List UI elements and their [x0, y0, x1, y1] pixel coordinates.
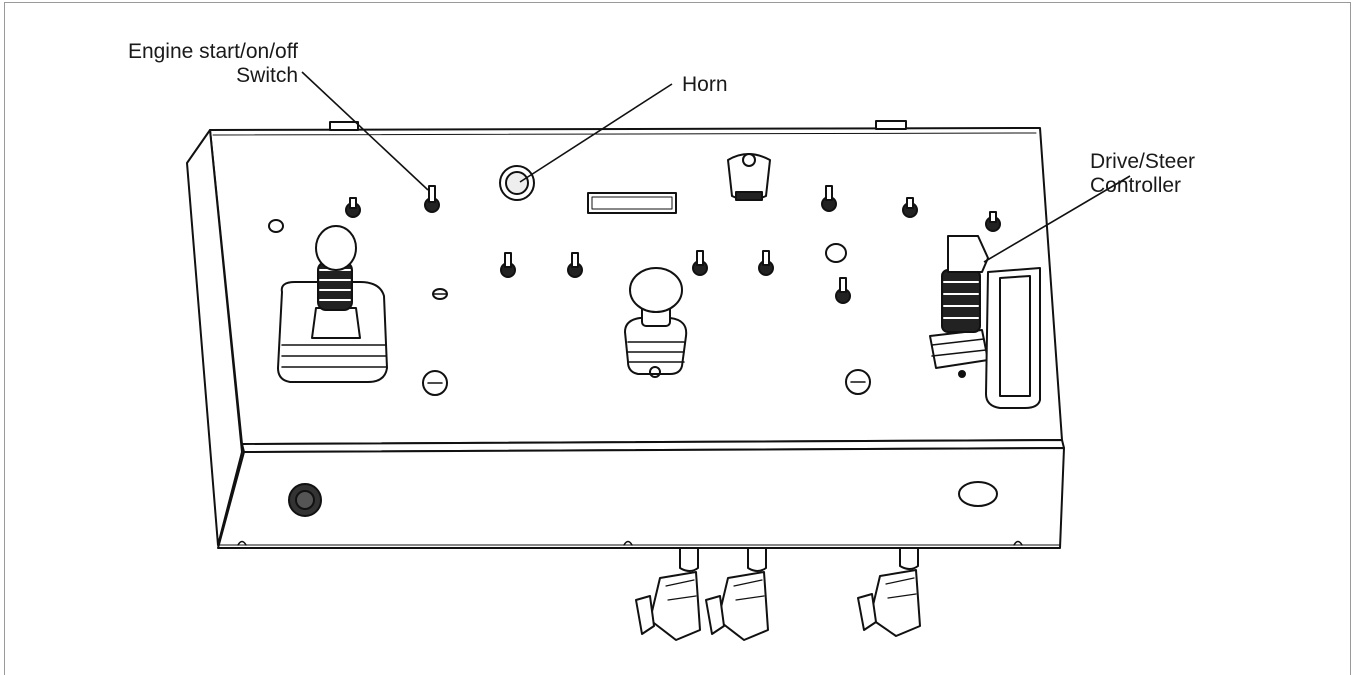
cable-connectors — [635, 547, 921, 641]
left-joystick — [277, 225, 388, 383]
left-knob — [422, 370, 448, 396]
engine-switch-callout: Engine start/on/off Switch — [60, 40, 298, 88]
toggle-switches — [345, 185, 1001, 304]
drive-steer-leader — [983, 175, 1131, 263]
engine-switch — [424, 185, 440, 213]
horn-callout: Horn — [682, 73, 728, 97]
drive-steer-callout: Drive/Steer Controller — [1090, 150, 1195, 198]
horn-label: Horn — [682, 73, 728, 96]
engine-switch-leader — [301, 71, 429, 191]
panel-front-face — [217, 447, 1065, 549]
engine-switch-label-line2: Switch — [236, 64, 298, 87]
engine-switch-label-line1: Engine start/on/off — [127, 40, 298, 63]
horn-leader — [519, 83, 673, 183]
right-knob — [845, 369, 871, 395]
drive-steer-controller — [929, 235, 1041, 409]
emergency-stop-button — [727, 153, 771, 201]
horn-button — [499, 165, 535, 201]
drive-steer-label-line1: Drive/Steer — [1090, 150, 1196, 173]
center-joystick — [624, 267, 688, 378]
drive-steer-label-line2: Controller — [1090, 174, 1182, 197]
